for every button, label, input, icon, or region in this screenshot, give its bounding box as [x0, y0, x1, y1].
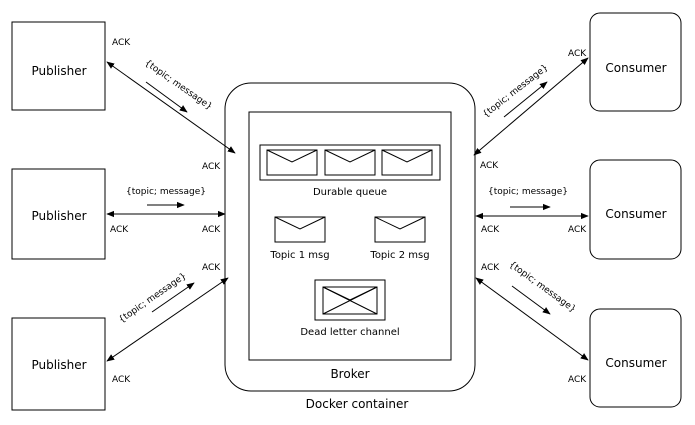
ack-label: ACK: [202, 162, 221, 172]
message-arrow: [511, 285, 551, 315]
message-label: {topic; message}: [117, 271, 188, 325]
topic-2-message: [374, 216, 426, 243]
message-label: {topic; message}: [126, 187, 206, 197]
ack-label: ACK: [481, 263, 500, 273]
consumer-1-label: Consumer: [605, 61, 666, 75]
ack-label: ACK: [481, 225, 500, 235]
message-label: {topic; message}: [507, 260, 578, 315]
message-arrow: [503, 81, 548, 118]
consumer-3-label: Consumer: [605, 356, 666, 370]
ack-label: ACK: [202, 263, 221, 273]
dead-letter-label: Dead letter channel: [300, 327, 399, 338]
topic-1-label: Topic 1 msg: [269, 250, 329, 261]
ack-label: ACK: [568, 225, 587, 235]
ack-label: ACK: [202, 225, 221, 235]
message-label: {topic; message}: [481, 63, 550, 120]
consumer-1-box: [589, 12, 682, 112]
ack-label: ACK: [568, 375, 587, 385]
publisher-1-label: Publisher: [31, 64, 86, 78]
dead-letter-channel: [314, 279, 386, 321]
topic-1-message: [274, 216, 326, 243]
publisher-3-label: Publisher: [31, 358, 86, 372]
ack-label: ACK: [480, 161, 499, 171]
ack-label: ACK: [110, 225, 129, 235]
broker-label: Broker: [330, 367, 369, 381]
ack-label: ACK: [112, 38, 131, 48]
publisher-1-connection: [106, 61, 236, 154]
consumer-1-connection: [473, 57, 589, 156]
ack-label: ACK: [112, 375, 131, 385]
topic-2-label: Topic 2 msg: [369, 250, 429, 261]
message-label: {topic; message}: [488, 187, 568, 197]
consumer-2-label: Consumer: [605, 207, 666, 221]
publisher-2-box: [11, 168, 106, 260]
docker-container-label: Docker container: [306, 397, 409, 411]
consumer-3-box: [589, 308, 682, 408]
message-label: {topic; message}: [143, 58, 214, 112]
publisher-2-label: Publisher: [31, 209, 86, 223]
publisher-3-box: [11, 317, 106, 411]
message-arrow: [145, 81, 188, 113]
consumer-3-connection: [475, 277, 589, 361]
message-arrow: [151, 282, 195, 313]
publisher-3-connection: [106, 277, 229, 362]
publisher-1-box: [11, 21, 106, 111]
durable-queue: [259, 144, 441, 181]
durable-queue-label: Durable queue: [313, 187, 387, 198]
ack-label: ACK: [568, 49, 587, 59]
consumer-2-box: [589, 159, 682, 260]
